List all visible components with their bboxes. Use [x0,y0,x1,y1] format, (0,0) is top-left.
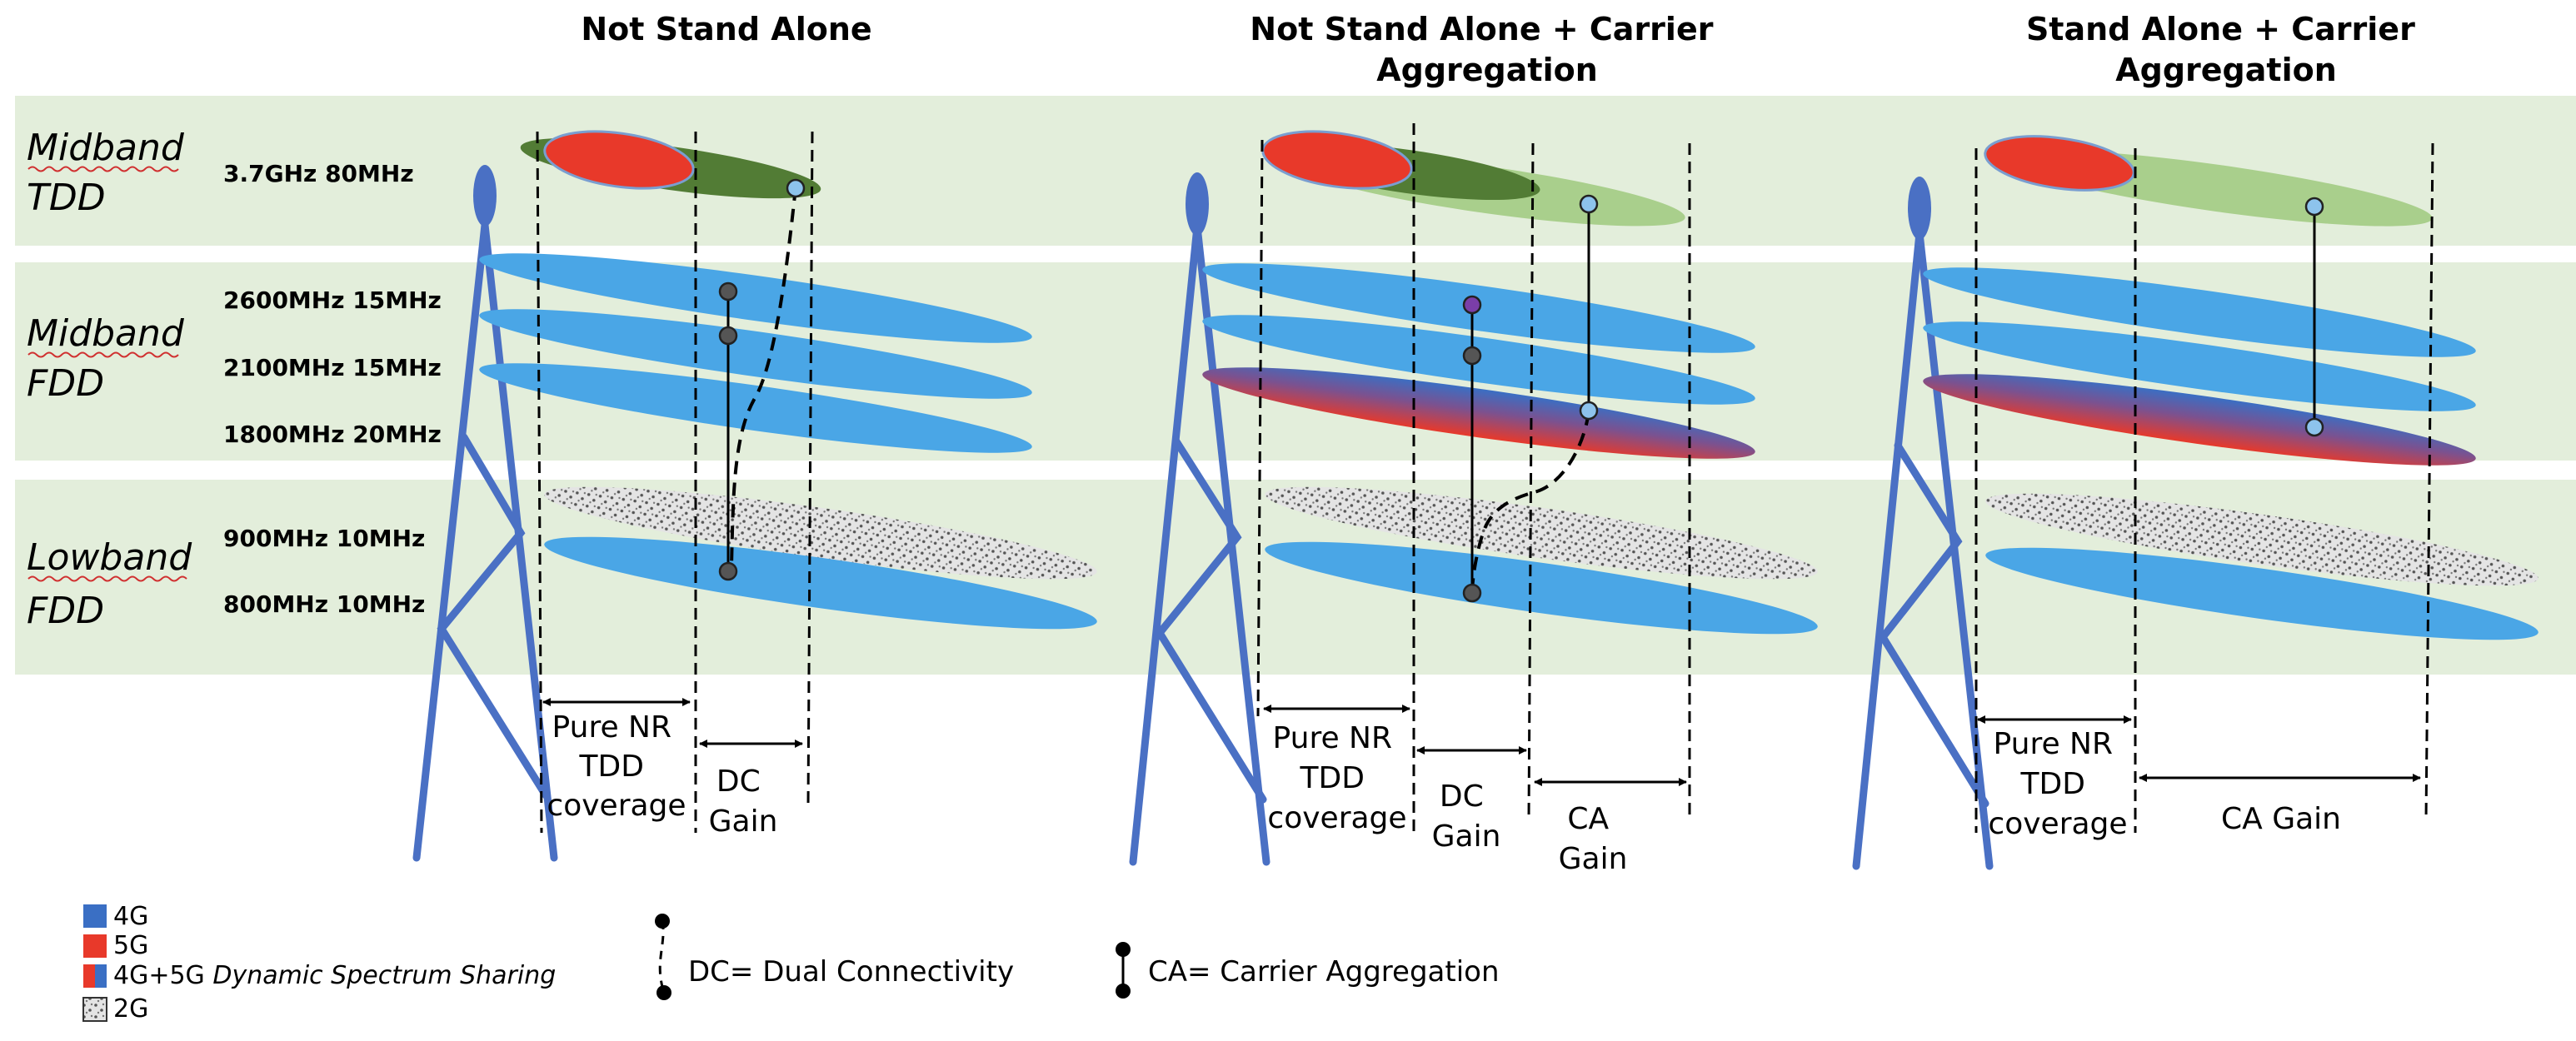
legend-swatch-4g [83,904,107,928]
column-title-nsa-ca: Not Stand Alone + Carrier Aggregation [1250,11,1724,88]
connection-node [718,561,738,581]
gain-label-pure-nr: Pure NR TDD coverage [1267,721,1406,835]
panel-sa-ca: Pure NR TDD coverage CA Gain [1852,135,2539,870]
connection-node [1462,295,1482,315]
band-ellipse-2600 [1923,267,2476,357]
coverage-boundary-line [1527,142,1535,821]
band-ellipse-3700-5g [543,130,695,190]
gain-label-ca: CA Gain [2221,802,2341,836]
freq-label-2100: 2100MHz 15MHz [223,354,442,381]
band-ellipse-1800 [479,363,1032,453]
gain-label-ca: CA Gain [1559,802,1628,876]
legend-ca-node [1116,942,1131,957]
gain-label-dc: DC Gain [1432,780,1501,854]
legend-swatch-2g [82,997,107,1022]
band-ellipse-900-2g [544,486,1097,580]
freq-label-3700: 3.7GHz 80MHz [223,160,414,187]
connection-node [718,326,738,346]
legend-ca-node [1116,984,1131,999]
legend-dc-symbol [658,920,666,994]
band-ellipse-1800-dss [1202,367,1755,459]
connection-node [718,281,738,301]
column-title-nsa: Not Stand Alone [581,11,871,47]
gain-label-dc: DC Gain [709,765,778,839]
band-ellipse-800 [544,536,1097,630]
connection-node [1579,194,1599,214]
legend-label-5g: 5G [113,931,148,960]
band-ellipse-1800-dss [1923,374,2476,466]
antenna [1908,177,1931,240]
band-ellipse-2100 [479,309,1032,399]
band-ellipse-2100 [1923,321,2476,411]
cell-tower [412,221,558,862]
column-title-sa-ca: Stand Alone + Carrier Aggregation [2026,11,2426,88]
connection-node [1579,401,1599,421]
coverage-boundary-line [536,131,543,834]
connection-node [2304,197,2324,217]
band-label-midband-fdd: Midband FDD [27,312,196,405]
legend-label-dc: DC= Dual Connectivity [688,955,1014,989]
freq-label-900: 900MHz 10MHz [223,525,425,552]
spellcheck-underline [27,351,179,358]
cell-tower [1852,229,1994,870]
connection-node [1462,583,1482,603]
legend-label-dss: 4G+5G Dynamic Spectrum Sharing [113,961,556,990]
legend-swatch-dss [83,964,107,988]
antenna [473,165,497,227]
gain-label-pure-nr: Pure NR TDD coverage [547,710,686,823]
dc-connection-line [730,187,797,567]
legend-label-4g: 4G [113,902,148,931]
legend-dc-node [655,914,670,929]
band-ellipse-800 [1985,547,2539,640]
antenna [1186,172,1209,236]
panel-nsa-ca: Pure NR TDD coverage DC Gain CA Gain [1129,123,1818,876]
band-label-midband-tdd: Midband TDD [27,127,196,219]
legend-label-2g: 2G [113,994,148,1024]
freq-label-2600: 2600MHz 15MHz [223,286,442,314]
spellcheck-underline [27,166,179,172]
connection-node [786,178,806,198]
freq-label-800: 800MHz 10MHz [223,590,425,618]
coverage-boundary-line [806,131,814,809]
legend: 4G 5G 4G+5G Dynamic Spectrum Sharing 2G … [82,902,1500,1024]
gain-label-pure-nr: Pure NR TDD coverage [1988,727,2127,841]
band-ellipse-900-2g [1985,493,2539,586]
coverage-boundary-line [1256,139,1264,717]
spellcheck-underline [27,575,187,582]
connection-node [1462,346,1482,366]
dc-connection-line [1470,411,1590,592]
freq-label-1800: 1800MHz 20MHz [223,421,442,448]
band-ellipse-900-2g [1265,486,1818,580]
legend-swatch-5g [83,934,107,958]
legend-label-ca: CA= Carrier Aggregation [1148,955,1500,989]
connection-node [2304,417,2324,437]
band-ellipse-3700-5g [1984,135,2135,192]
cell-tower [1129,222,1271,866]
legend-dc-node [656,985,671,1000]
band-ellipse-800 [1265,541,1818,635]
band-ellipse-2600 [479,253,1032,343]
panel-nsa: Pure NR TDD coverage DC Gain [412,130,1097,862]
band-label-lowband-fdd: Lowband FDD [27,536,203,632]
coverage-boundary-line [2424,142,2434,821]
